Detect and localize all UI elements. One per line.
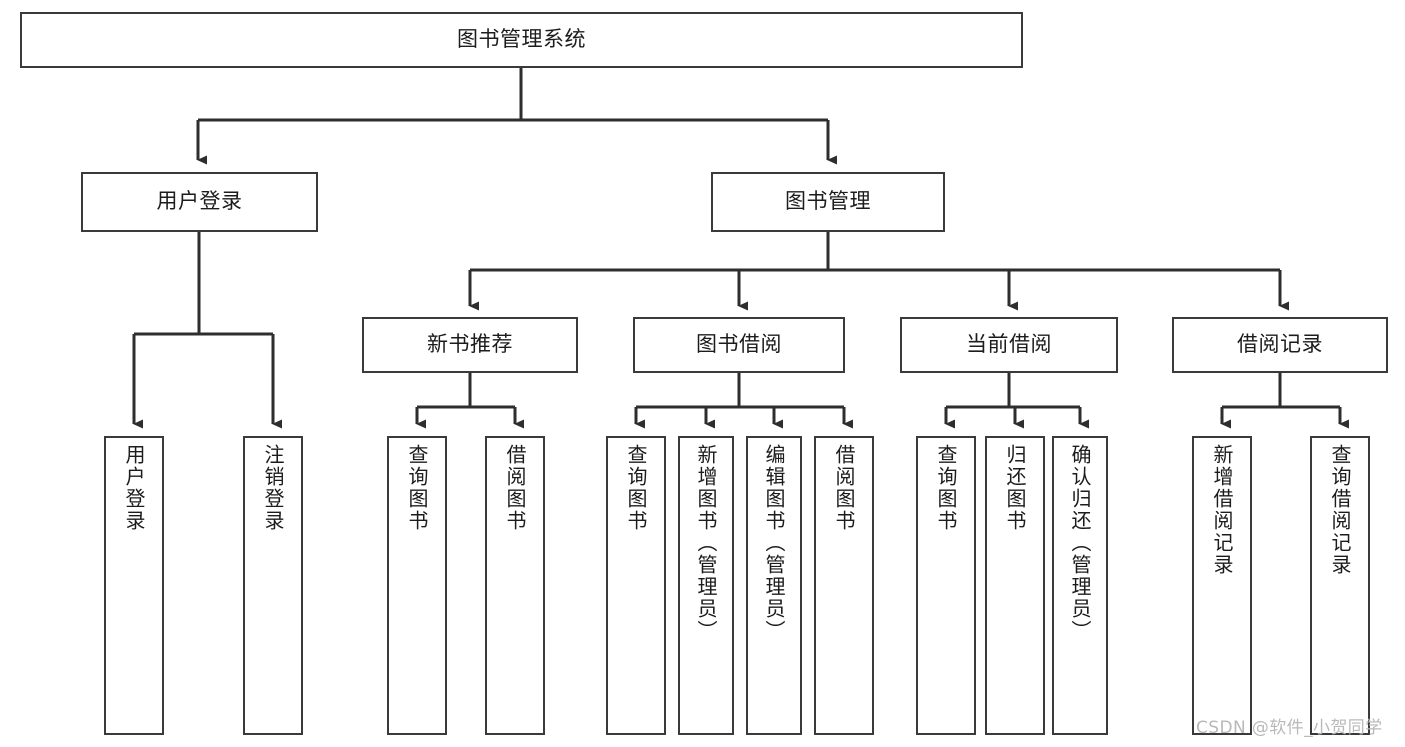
node-leaf-query-book-2[interactable]: 查询图书 — [606, 436, 666, 735]
node-book-borrow[interactable]: 图书借阅 — [633, 317, 845, 373]
node-leaf-add-book[interactable]: 新增图书（管理员） — [678, 436, 734, 735]
node-current-borrow-label: 当前借阅 — [966, 332, 1052, 357]
node-leaf-borrow-book-1-label: 借阅图书 — [503, 444, 527, 532]
node-leaf-add-record[interactable]: 新增借阅记录 — [1192, 436, 1252, 735]
node-leaf-user-login-label: 用户登录 — [122, 444, 146, 532]
node-leaf-edit-book-label: 编辑图书（管理员） — [762, 444, 786, 642]
node-leaf-confirm-return-label: 确认归还（管理员） — [1068, 444, 1092, 642]
node-book-borrow-label: 图书借阅 — [696, 332, 782, 357]
node-leaf-logout-label: 注销登录 — [261, 444, 285, 532]
node-leaf-query-book-1-label: 查询图书 — [405, 444, 429, 532]
node-leaf-query-book-1[interactable]: 查询图书 — [387, 436, 447, 735]
node-new-book-rec-label: 新书推荐 — [427, 332, 513, 357]
node-leaf-logout[interactable]: 注销登录 — [243, 436, 303, 735]
node-user-login-label: 用户登录 — [156, 189, 243, 214]
node-root-label: 图书管理系统 — [457, 27, 586, 52]
node-leaf-add-record-label: 新增借阅记录 — [1210, 444, 1234, 576]
node-book-manage-label: 图书管理 — [785, 189, 871, 214]
node-leaf-query-book-3-label: 查询图书 — [934, 444, 958, 532]
node-leaf-add-book-label: 新增图书（管理员） — [694, 444, 718, 642]
node-leaf-query-book-2-label: 查询图书 — [624, 444, 648, 532]
node-new-book-rec[interactable]: 新书推荐 — [362, 317, 578, 373]
node-leaf-return-book-label: 归还图书 — [1003, 444, 1027, 532]
node-book-manage[interactable]: 图书管理 — [711, 172, 945, 232]
node-leaf-user-login[interactable]: 用户登录 — [104, 436, 164, 735]
node-leaf-query-record-label: 查询借阅记录 — [1328, 444, 1352, 576]
node-leaf-return-book[interactable]: 归还图书 — [985, 436, 1045, 735]
node-leaf-query-book-3[interactable]: 查询图书 — [916, 436, 976, 735]
node-borrow-record[interactable]: 借阅记录 — [1172, 317, 1388, 373]
node-leaf-borrow-book-2[interactable]: 借阅图书 — [814, 436, 874, 735]
node-current-borrow[interactable]: 当前借阅 — [900, 317, 1118, 373]
node-user-login[interactable]: 用户登录 — [81, 172, 318, 232]
node-leaf-borrow-book-1[interactable]: 借阅图书 — [485, 436, 545, 735]
node-leaf-query-record[interactable]: 查询借阅记录 — [1310, 436, 1370, 735]
csdn-watermark: CSDN @软件_小贺同学 — [1196, 718, 1383, 738]
node-root[interactable]: 图书管理系统 — [20, 12, 1023, 68]
node-borrow-record-label: 借阅记录 — [1237, 332, 1323, 357]
node-leaf-borrow-book-2-label: 借阅图书 — [832, 444, 856, 532]
node-leaf-confirm-return[interactable]: 确认归还（管理员） — [1052, 436, 1108, 735]
node-leaf-edit-book[interactable]: 编辑图书（管理员） — [746, 436, 802, 735]
